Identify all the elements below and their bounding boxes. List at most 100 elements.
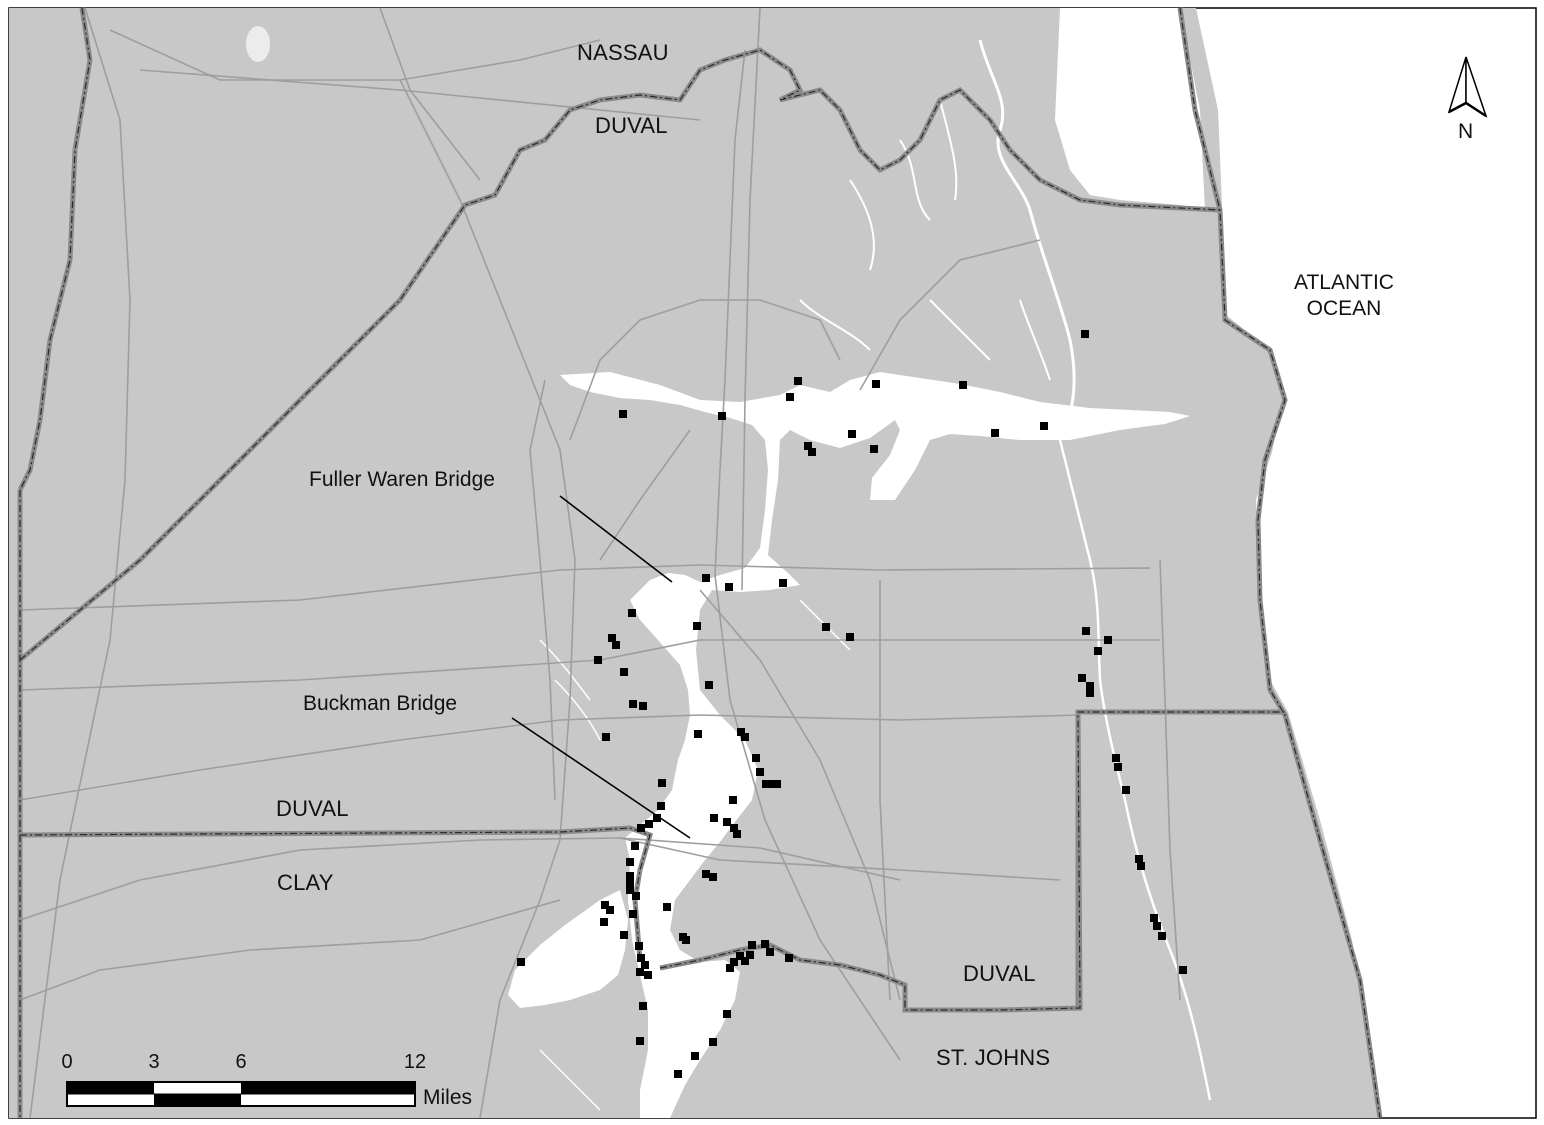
square-marker-icon (632, 892, 640, 900)
fuller-warren-bridge-label: Fuller Waren Bridge (309, 468, 495, 491)
county-label-duval-north: DUVAL (595, 113, 668, 138)
square-marker-icon (872, 380, 880, 388)
square-marker-icon (733, 830, 741, 838)
square-marker-icon (619, 410, 627, 418)
square-marker-icon (729, 796, 737, 804)
square-marker-icon (959, 381, 967, 389)
square-marker-icon (702, 574, 710, 582)
square-marker-icon (766, 948, 774, 956)
buckman-bridge-label: Buckman Bridge (303, 692, 458, 715)
st-johns-river (560, 372, 1190, 1118)
square-marker-icon (1112, 754, 1120, 762)
square-marker-icon (730, 958, 738, 966)
square-marker-icon (748, 941, 756, 949)
square-marker-icon (768, 780, 776, 788)
ocean-label-line-1: ATLANTIC (1294, 271, 1394, 294)
square-marker-icon (1078, 674, 1086, 682)
square-marker-icon (658, 779, 666, 787)
scale-segment (241, 1082, 415, 1094)
square-marker-icon (626, 880, 634, 888)
square-marker-icon (1094, 647, 1102, 655)
square-marker-icon (723, 1010, 731, 1018)
sample-site-markers (517, 330, 1187, 1078)
scale-segment (67, 1082, 154, 1094)
square-marker-icon (1153, 922, 1161, 930)
county-label-duval-east: DUVAL (963, 961, 1036, 986)
square-marker-icon (663, 903, 671, 911)
square-marker-icon (710, 814, 718, 822)
scale-tick-6: 6 (235, 1051, 247, 1073)
square-marker-icon (848, 430, 856, 438)
square-marker-icon (641, 961, 649, 969)
fuller-warren-leader-line (559, 495, 673, 583)
road-network (19, 7, 1181, 1119)
square-marker-icon (602, 733, 610, 741)
square-marker-icon (1158, 932, 1166, 940)
square-marker-icon (639, 702, 647, 710)
square-marker-icon (636, 968, 644, 976)
square-marker-icon (626, 858, 634, 866)
square-marker-icon (741, 957, 749, 965)
north-arrow-icon (1447, 56, 1488, 118)
county-boundaries (17, 7, 1383, 1119)
square-marker-icon (1086, 689, 1094, 697)
square-marker-icon (645, 820, 653, 828)
scale-tick-0: 0 (61, 1051, 73, 1073)
square-marker-icon (718, 412, 726, 420)
square-marker-icon (1082, 627, 1090, 635)
square-marker-icon (694, 730, 702, 738)
square-marker-icon (628, 609, 636, 617)
square-marker-icon (637, 824, 645, 832)
square-marker-icon (773, 780, 781, 788)
land-mass (9, 8, 1380, 1118)
square-marker-icon (653, 814, 661, 822)
square-marker-icon (785, 954, 793, 962)
square-marker-icon (1122, 786, 1130, 794)
square-marker-icon (693, 622, 701, 630)
square-marker-icon (705, 681, 713, 689)
lake (246, 26, 270, 62)
square-marker-icon (626, 886, 634, 894)
county-label-nassau: NASSAU (577, 40, 669, 65)
square-marker-icon (601, 901, 609, 909)
square-marker-icon (1104, 636, 1112, 644)
square-marker-icon (761, 940, 769, 948)
square-marker-icon (1150, 914, 1158, 922)
scale-tick-3: 3 (148, 1051, 160, 1073)
county-label-st-johns: ST. JOHNS (936, 1045, 1051, 1070)
square-marker-icon (657, 802, 665, 810)
ocean-label: ATLANTIC OCEAN (1282, 270, 1406, 323)
square-marker-icon (730, 824, 738, 832)
square-marker-icon (636, 1037, 644, 1045)
square-marker-icon (600, 918, 608, 926)
square-marker-icon (620, 931, 628, 939)
square-marker-icon (804, 442, 812, 450)
square-marker-icon (679, 933, 687, 941)
square-marker-icon (1179, 966, 1187, 974)
coastal-marsh (1055, 8, 1205, 210)
square-marker-icon (629, 700, 637, 708)
square-marker-icon (639, 1002, 647, 1010)
square-marker-icon (635, 942, 643, 950)
square-marker-icon (822, 623, 830, 631)
square-marker-icon (1081, 330, 1089, 338)
square-marker-icon (620, 668, 628, 676)
scale-segment (154, 1094, 241, 1106)
square-marker-icon (674, 1070, 682, 1078)
square-marker-icon (702, 870, 710, 878)
square-marker-icon (612, 641, 620, 649)
square-marker-icon (786, 393, 794, 401)
ocean-label-line-2: OCEAN (1306, 297, 1382, 321)
square-marker-icon (644, 971, 652, 979)
square-marker-icon (637, 954, 645, 962)
north-letter: N (1458, 120, 1474, 143)
scale-tick-12: 12 (403, 1051, 427, 1073)
square-marker-icon (762, 780, 770, 788)
square-marker-icon (746, 951, 754, 959)
square-marker-icon (594, 656, 602, 664)
county-label-clay: CLAY (277, 870, 334, 895)
square-marker-icon (709, 873, 717, 881)
scale-unit-label: Miles (423, 1086, 473, 1109)
